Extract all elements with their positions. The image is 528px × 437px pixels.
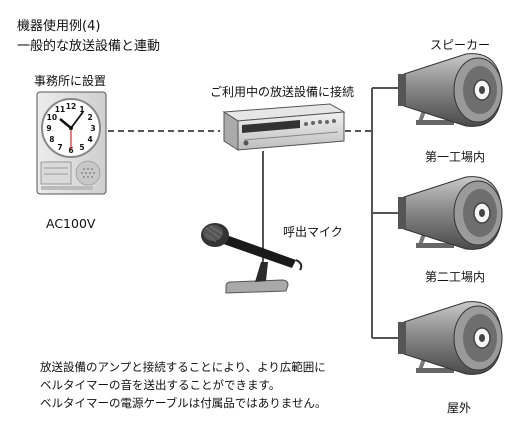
clock-numeral: 2 — [87, 113, 92, 122]
clock-numeral: 7 — [57, 143, 62, 152]
speaker-label-2: 第二工場内 — [425, 270, 486, 284]
amplifier-icon — [222, 103, 346, 151]
connection-amplifier-speakers — [345, 87, 400, 339]
clock-minute-hand — [70, 111, 84, 129]
clock-numeral: 5 — [79, 143, 84, 152]
clock-numeral: 4 — [87, 135, 92, 144]
clock-numeral: 9 — [46, 124, 51, 133]
diagram-title: 機器使用例(4) — [17, 19, 101, 34]
speaker-icon — [396, 51, 504, 129]
speaker-icon — [396, 299, 504, 377]
clock-numeral: 1 — [79, 105, 84, 114]
speaker-label-3: 屋外 — [447, 401, 472, 415]
clock-caption: 事務所に設置 — [34, 74, 107, 88]
clock-numeral: 12 — [66, 102, 76, 111]
speaker-grille — [75, 160, 101, 186]
clock-numeral: 3 — [90, 124, 95, 133]
timer-panel — [40, 161, 72, 185]
note-line: 放送設備のアンプと接続することにより、より広範囲に — [40, 360, 326, 374]
clock-numeral: 8 — [49, 135, 54, 144]
microphone-caption: 呼出マイク — [283, 225, 343, 239]
amplifier-caption: ご利用中の放送設備に接続 — [210, 85, 355, 99]
power-label: AC100V — [46, 216, 96, 231]
note-line: ベルタイマーの電源ケーブルは付属品ではありません。 — [40, 396, 327, 410]
diagram-subtitle: 一般的な放送設備と連動 — [17, 39, 161, 54]
speaker-label-1: 第一工場内 — [425, 150, 486, 164]
note-line: ベルタイマーの音を送出することができます。 — [40, 378, 281, 392]
clock-hour-hand — [59, 118, 72, 129]
clock-numeral: 10 — [47, 113, 57, 122]
notes-block: 放送設備のアンプと接続することにより、より広範囲に ベルタイマーの音を送出するこ… — [40, 358, 326, 412]
speaker-icon — [396, 174, 504, 252]
speakers-heading: スピーカー — [430, 38, 491, 52]
clock-numeral: 6 — [68, 146, 73, 155]
clock-numeral: 11 — [55, 105, 65, 114]
